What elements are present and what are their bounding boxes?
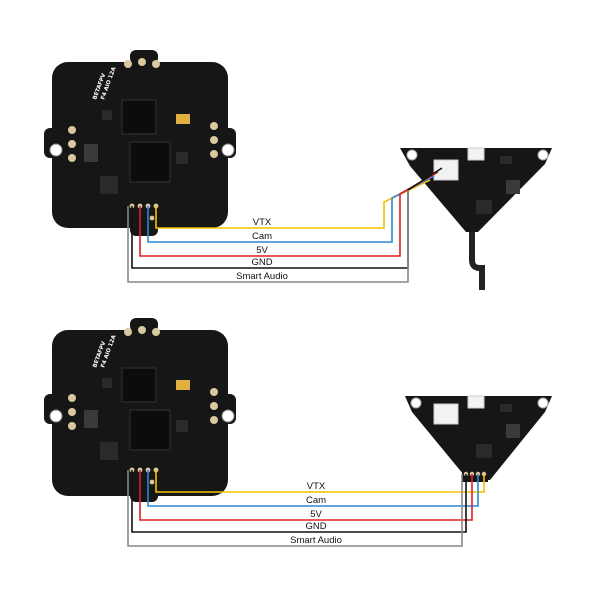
wire-label-top-vtx: VTX bbox=[253, 217, 272, 228]
wire-label-bottom-gnd: GND bbox=[305, 521, 326, 532]
wire-label-top-5v: 5V bbox=[256, 245, 268, 256]
wire-label-bottom-cam: Cam bbox=[306, 495, 326, 506]
flight-controller-board-top: BETAFPV F4 AIO 12A bbox=[44, 50, 236, 236]
wire-bottom-gnd bbox=[131, 470, 467, 533]
wire-bottom-5v bbox=[139, 470, 473, 521]
wire-bottom-cam bbox=[147, 470, 479, 507]
wire-top-smart-audio bbox=[127, 190, 409, 283]
wire-bottom-vtx bbox=[155, 470, 485, 493]
antenna-cable-top bbox=[469, 232, 485, 290]
wire-label-bottom-smart-audio: Smart Audio bbox=[290, 535, 342, 546]
wire-label-bottom-5v: 5V bbox=[310, 509, 322, 520]
flight-controller-board-bottom: BETAFPV F4 AIO 12A bbox=[44, 318, 236, 502]
vtx-board-bottom bbox=[405, 395, 552, 482]
vtx-connector-bottom bbox=[433, 403, 459, 425]
wire-label-top-gnd: GND bbox=[251, 257, 272, 268]
wire-label-top-smart-audio: Smart Audio bbox=[236, 271, 288, 282]
wire-label-bottom-vtx: VTX bbox=[307, 481, 326, 492]
wire-label-top-cam: Cam bbox=[252, 231, 272, 242]
vtx-connector-top bbox=[433, 159, 459, 181]
vtx-board-top bbox=[400, 147, 552, 290]
wire-bottom-smart-audio bbox=[127, 470, 463, 547]
